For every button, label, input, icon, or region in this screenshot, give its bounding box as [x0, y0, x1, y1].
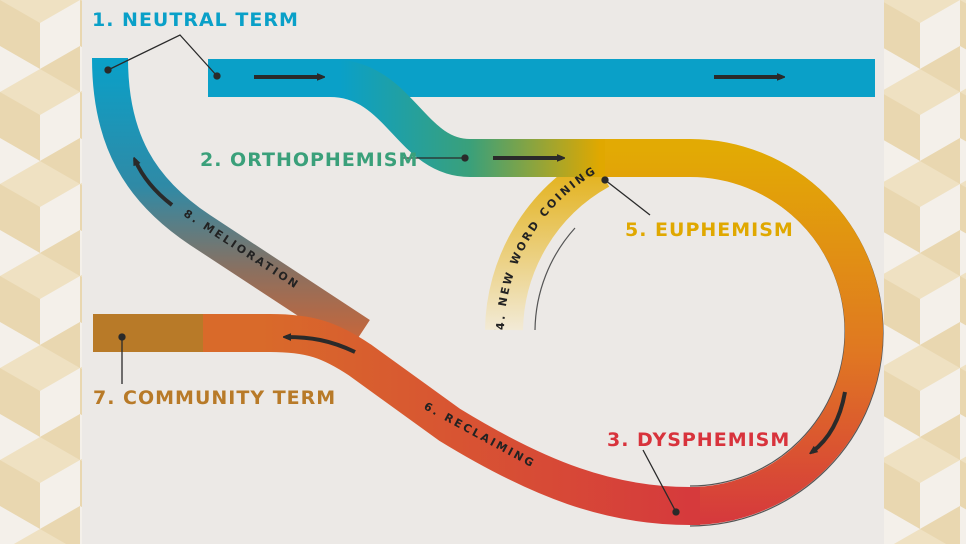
left-pattern-panel — [0, 0, 82, 544]
melioration-band — [92, 57, 370, 351]
flow-arrows — [135, 77, 847, 452]
new-word-coining-band — [485, 153, 610, 331]
coin-outline-inner — [534, 227, 576, 331]
euphemism-dysphemism-loop — [605, 139, 883, 525]
stage-2-label: 2. ORTHOPHEMISM — [200, 149, 418, 171]
arrow-up-icon — [135, 160, 174, 207]
orthophemism-band — [328, 59, 610, 177]
reclaiming-band — [93, 314, 700, 525]
stage-7-label: 7. COMMUNITY TERM — [93, 387, 336, 409]
right-pattern-panel — [884, 0, 966, 544]
arrow-left-icon — [286, 337, 356, 354]
leader-lines — [104, 34, 680, 516]
arrow-down-icon — [812, 391, 847, 452]
community-term-band — [93, 314, 203, 352]
stage-1-label: 1. NEUTRAL TERM — [92, 9, 299, 31]
stage-5-label: 5. EUPHEMISM — [625, 219, 794, 241]
stage-3-label: 3. DYSPHEMISM — [607, 429, 790, 451]
